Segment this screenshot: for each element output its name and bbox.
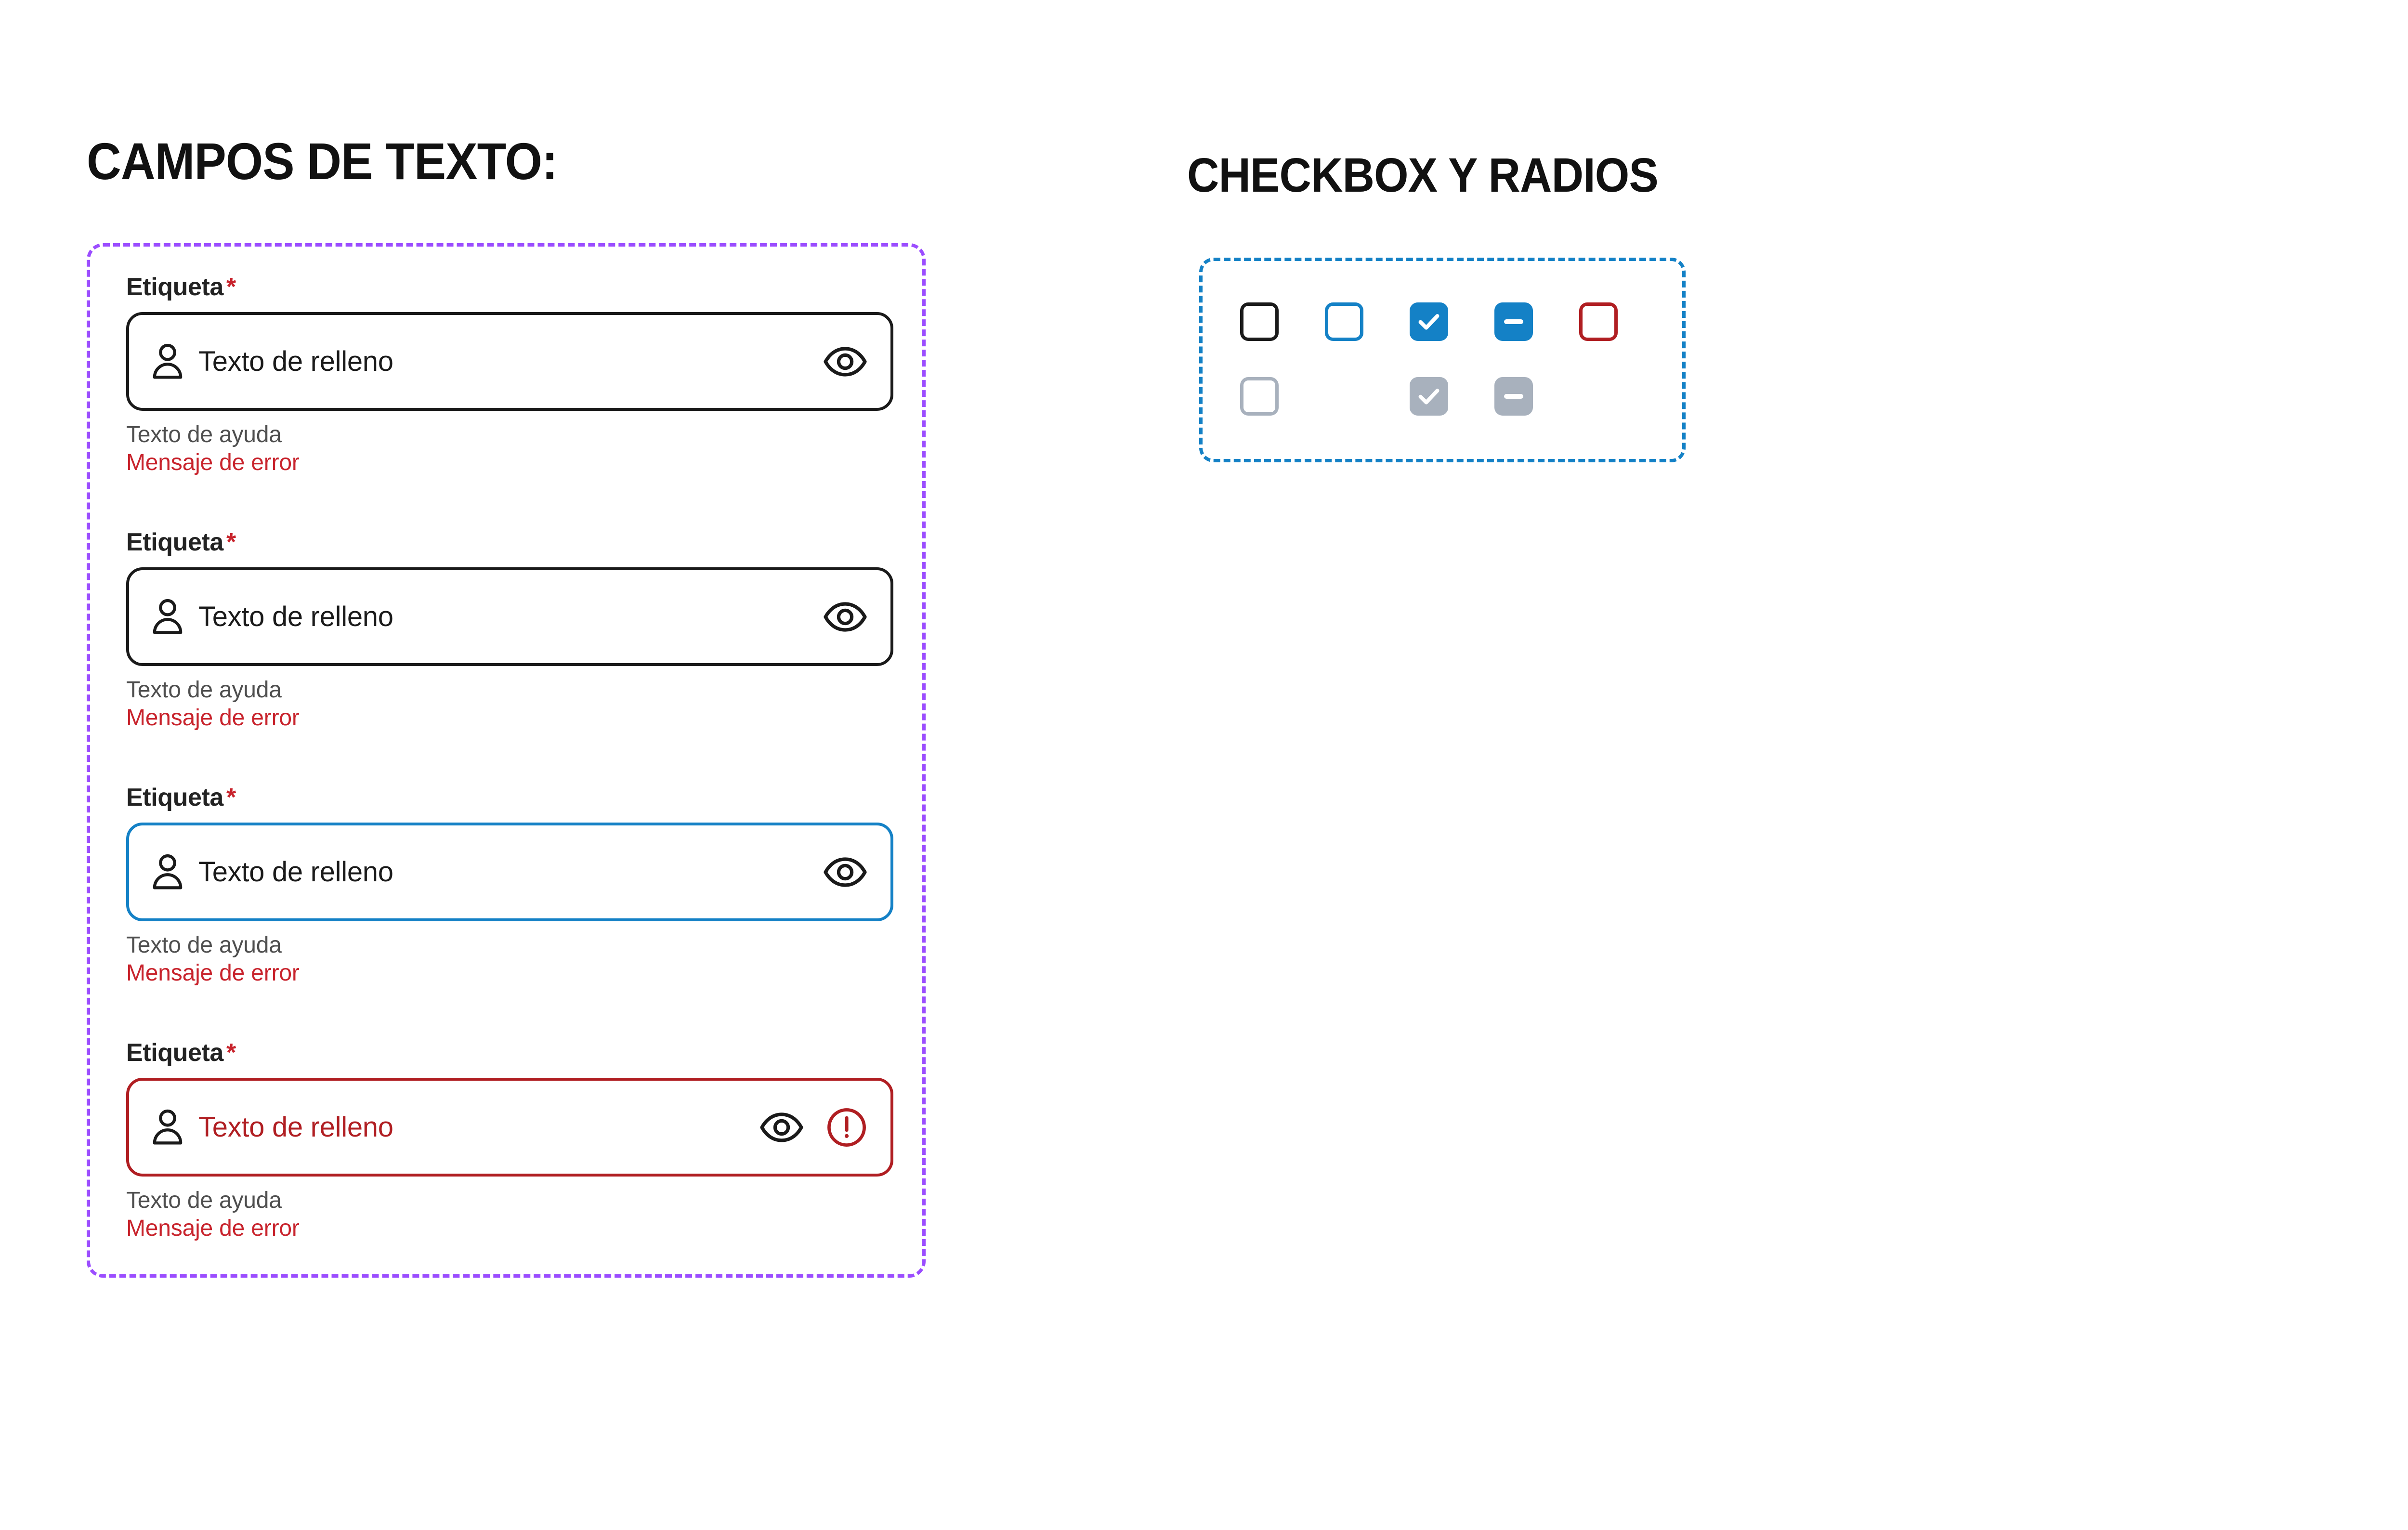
alert-circle-icon [827, 1108, 866, 1147]
checkbox-unchecked-focus[interactable] [1325, 302, 1363, 341]
person-icon [153, 599, 183, 634]
checkbox-disabled-checked [1410, 377, 1448, 416]
checkbox-indeterminate[interactable] [1494, 302, 1533, 341]
required-asterisk: * [226, 1039, 236, 1067]
text-input-value[interactable]: Texto de relleno [198, 345, 393, 377]
checkbox-annotation-box [1199, 258, 1686, 462]
field-label-text: Etiqueta [126, 784, 223, 811]
field-error-text: Mensaje de error [126, 705, 300, 731]
checkbox-disabled-indeterminate [1494, 377, 1533, 416]
text-fields-annotation-box [87, 243, 926, 1278]
dash-icon [1504, 319, 1523, 324]
checkbox-slot-empty [1579, 377, 1618, 416]
text-input-hover[interactable]: Texto de relleno [126, 567, 893, 666]
text-field-group-error: Etiqueta* Texto de relleno Texto de ayud… [126, 1040, 897, 1241]
text-input-focused[interactable]: Texto de relleno [126, 823, 893, 921]
text-field-group-focused: Etiqueta* Texto de relleno Texto de ayud… [126, 785, 897, 986]
checkbox-unchecked-error[interactable] [1579, 302, 1618, 341]
field-label: Etiqueta* [126, 530, 897, 555]
field-error-text: Mensaje de error [126, 1215, 300, 1241]
trailing-icon-group [822, 849, 868, 895]
trailing-icon-group [822, 339, 868, 385]
eye-icon[interactable] [822, 594, 868, 640]
field-label: Etiqueta* [126, 275, 897, 300]
field-label: Etiqueta* [126, 785, 897, 810]
checkbox-row-enabled [1240, 302, 1618, 341]
eye-icon[interactable] [759, 1104, 805, 1151]
checkbox-unchecked[interactable] [1240, 302, 1279, 341]
field-label-text: Etiqueta [126, 528, 223, 556]
check-icon [1418, 314, 1440, 330]
field-label-text: Etiqueta [126, 1039, 223, 1067]
page-title-text-fields: CAMPOS DE TEXTO: [87, 132, 558, 191]
page-title-checkbox: CHECKBOX Y RADIOS [1187, 148, 1659, 202]
check-icon [1418, 389, 1440, 405]
field-error-text: Mensaje de error [126, 960, 300, 986]
field-help-text: Texto de ayuda [126, 1188, 282, 1213]
person-icon [153, 854, 183, 889]
field-label-text: Etiqueta [126, 273, 223, 301]
field-help-text: Texto de ayuda [126, 422, 282, 447]
required-asterisk: * [226, 273, 236, 301]
eye-icon[interactable] [822, 849, 868, 895]
required-asterisk: * [226, 784, 236, 811]
checkbox-slot-empty [1325, 377, 1363, 416]
field-error-text: Mensaje de error [126, 449, 300, 475]
text-input-value[interactable]: Texto de relleno [198, 856, 393, 888]
trailing-icon-group [822, 594, 868, 640]
text-input-value[interactable]: Texto de relleno [198, 1111, 393, 1143]
text-input-default[interactable]: Texto de relleno [126, 312, 893, 411]
text-field-group-hover: Etiqueta* Texto de relleno Texto de ayud… [126, 530, 897, 731]
text-input-value[interactable]: Texto de relleno [198, 601, 393, 632]
checkbox-row-disabled [1240, 377, 1618, 416]
checkbox-checked[interactable] [1410, 302, 1448, 341]
required-asterisk: * [226, 528, 236, 556]
text-field-group-default: Etiqueta* Texto de relleno Texto de ayud… [126, 275, 897, 475]
person-icon [153, 1109, 183, 1145]
field-label: Etiqueta* [126, 1040, 897, 1065]
trailing-icon-group [759, 1104, 868, 1151]
checkbox-disabled-unchecked [1240, 377, 1279, 416]
field-help-text: Texto de ayuda [126, 677, 282, 703]
field-help-text: Texto de ayuda [126, 932, 282, 958]
person-icon [153, 343, 183, 379]
text-input-error[interactable]: Texto de relleno [126, 1078, 893, 1177]
eye-icon[interactable] [822, 339, 868, 385]
dash-icon [1504, 394, 1523, 399]
